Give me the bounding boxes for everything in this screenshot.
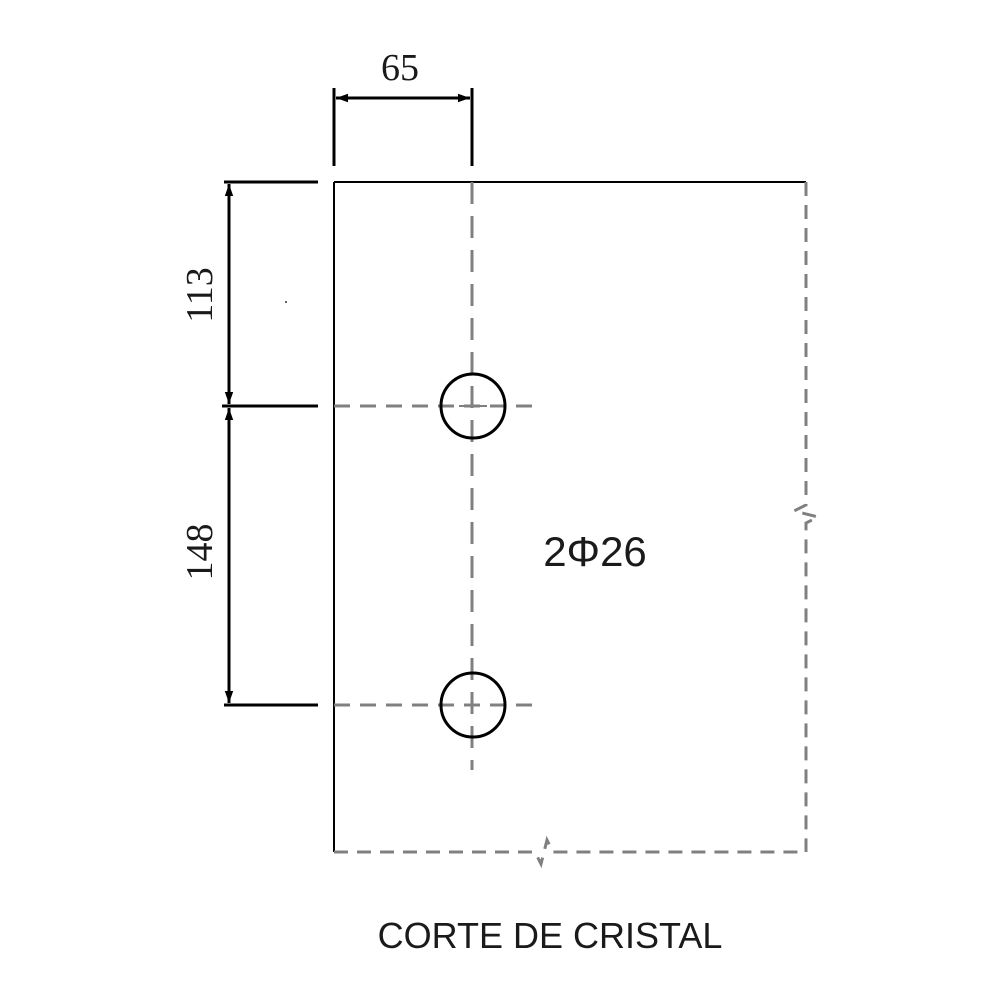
right-edge-break [789,182,823,852]
stray-dot [285,301,287,303]
hole-note: 2Φ26 [543,528,647,575]
drawing-title: CORTE DE CRISTAL [378,915,723,956]
dimension-label-113: 113 [179,267,221,323]
glass-outline [333,181,823,869]
dimension-vertical: 113 148 [179,180,318,707]
center-lines [334,182,542,770]
bottom-edge-break [334,835,806,869]
dimension-horizontal-65: 65 [332,47,474,166]
dimension-label-148: 148 [179,524,221,581]
holes [439,372,507,739]
hole-1 [439,372,507,440]
hole-2 [439,671,507,739]
dimension-label-65: 65 [381,47,419,89]
